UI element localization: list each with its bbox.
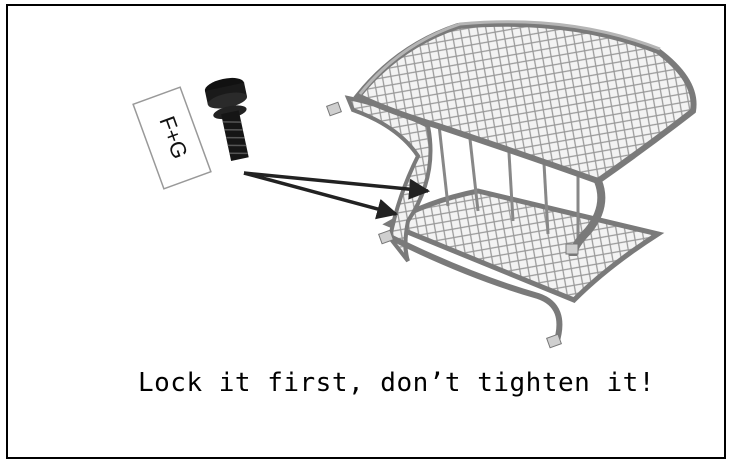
instruction-frame: F+G Lock it first, don’t tighten it! bbox=[6, 4, 726, 459]
screw-icon bbox=[203, 75, 259, 164]
instruction-caption: Lock it first, don’t tighten it! bbox=[138, 368, 655, 398]
